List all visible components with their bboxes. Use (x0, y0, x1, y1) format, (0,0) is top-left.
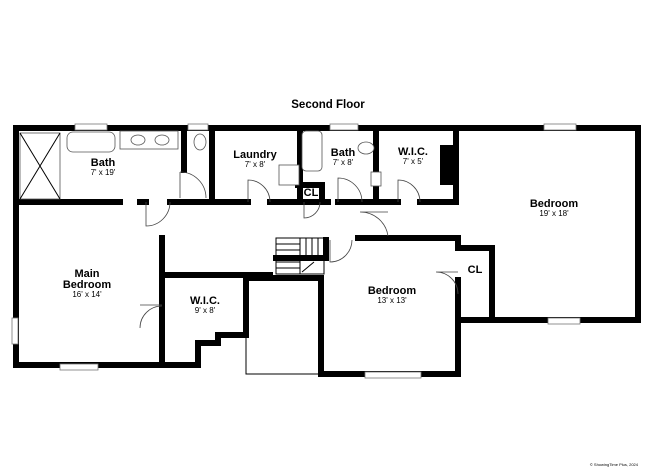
room-bedroom-center: Bedroom 13' x 13' (368, 285, 417, 305)
room-name: Bedroom (63, 279, 112, 291)
room-wic-bottom: W.I.C. 9' x 8' (190, 295, 220, 315)
room-dimensions: 7' x 19' (91, 168, 116, 177)
room-name: Bedroom (368, 285, 417, 297)
bath-fixtures (19, 130, 454, 200)
room-name: Main (74, 268, 99, 280)
room-dimensions: 7' x 8' (245, 160, 266, 169)
room-name: Bath (331, 147, 356, 159)
room-dimensions: 19' x 18' (539, 209, 569, 218)
room-dimensions: 9' x 8' (195, 306, 216, 315)
door-swings (139, 171, 459, 329)
room-name: W.I.C. (190, 295, 220, 307)
room-wic-top: W.I.C. 7' x 5' (398, 146, 428, 166)
floor-title: Second Floor (291, 99, 365, 111)
room-main-bedroom: Main Bedroom 16' x 14' (63, 268, 112, 299)
room-dimensions: 7' x 8' (333, 158, 354, 167)
room-bath-mid: Bath 7' x 8' (331, 147, 356, 167)
room-laundry: Laundry 7' x 8' (233, 149, 277, 169)
walls (13, 125, 641, 377)
room-cl-mid: CL (304, 187, 319, 199)
room-cl-right: CL (468, 264, 483, 276)
staircase (275, 237, 325, 275)
room-name: Bedroom (530, 198, 579, 210)
open-to-below-area (245, 277, 322, 375)
room-bath-left: Bath 7' x 19' (91, 157, 116, 177)
room-name: Laundry (233, 149, 277, 161)
room-bedroom-right: Bedroom 19' x 18' (530, 198, 579, 218)
room-name: CL (304, 187, 319, 199)
room-name: W.I.C. (398, 146, 428, 158)
room-name: Bath (91, 157, 116, 169)
room-dimensions: 16' x 14' (72, 290, 102, 299)
room-dimensions: 13' x 13' (377, 296, 407, 305)
room-dimensions: 7' x 5' (403, 157, 424, 166)
credit-text: © ShowingTime Plus, 2024 (590, 462, 639, 467)
room-name: CL (468, 264, 483, 276)
windows (11, 123, 581, 379)
